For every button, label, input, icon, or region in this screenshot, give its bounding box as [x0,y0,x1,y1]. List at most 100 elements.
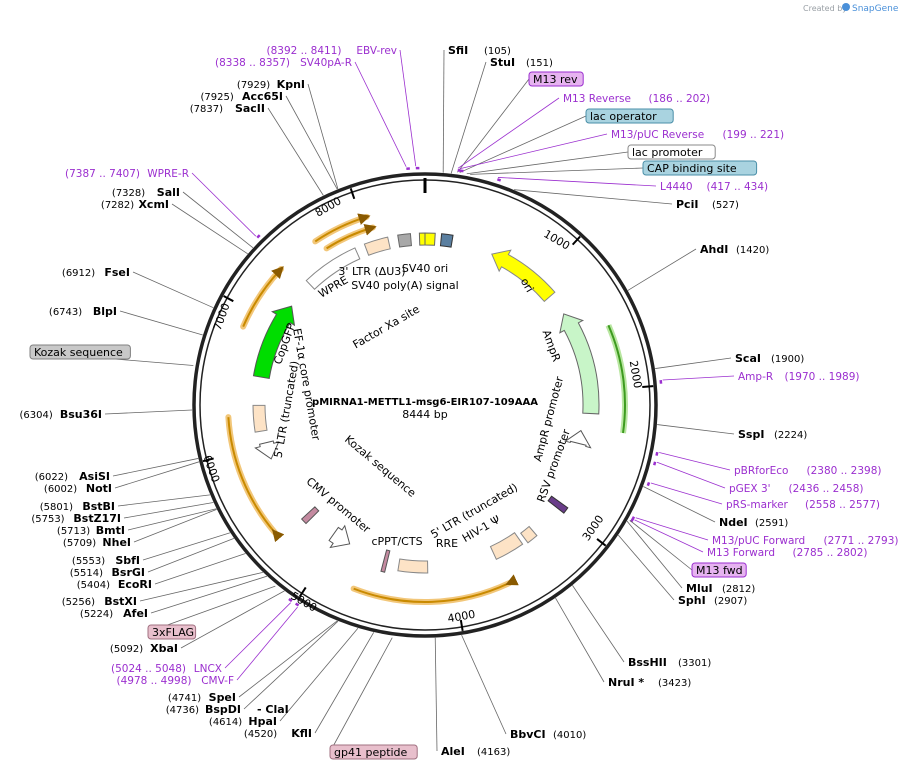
wpre-feature[interactable] [305,247,361,290]
site-sphi[interactable]: SphI(2907) [678,594,747,607]
primer-m13-reverse[interactable]: M13 Reverse(186 .. 202) [563,93,710,105]
site-ahdi[interactable]: AhdI(1420) [700,243,769,256]
primer-m13-forward[interactable]: M13 Forward(2785 .. 2802) [707,547,868,559]
site-ecori[interactable]: EcoRI(5404) [77,578,152,591]
ampr-feature[interactable] [559,313,600,415]
feature-cap-binding-site[interactable]: CAP binding site [642,160,758,176]
site-kpni[interactable]: KpnI(7929) [237,78,305,91]
site-blpi[interactable]: BlpI(6743) [49,305,117,318]
site-xbai[interactable]: XbaI(5092) [110,642,178,655]
site-position: (5553) [72,556,105,567]
feature-label-sv40-poly-a-signal: SV40 poly(A) signal [351,279,458,292]
hiv-psi-feature[interactable] [520,525,538,544]
site-position: (5224) [80,609,113,620]
primer-m13-puc-forward[interactable]: M13/pUC Forward(2771 .. 2793) [712,535,899,547]
feature-lac-promoter[interactable]: lac promoter [627,144,716,160]
site-alei[interactable]: AleI(4163) [441,745,510,758]
cmv-promoter-feature[interactable] [328,524,351,549]
leader-line [267,107,324,196]
primer-amp-r[interactable]: Amp-R(1970 .. 1989) [738,371,860,383]
site-xcmi[interactable]: XcmI(7282) [101,198,169,211]
primer-prs-marker[interactable]: pRS-marker(2558 .. 2577) [726,499,880,511]
site-clai[interactable]: - ClaI [257,703,289,716]
site-asisi[interactable]: AsiSI(6022) [35,470,110,483]
primer-name: EBV-rev [356,45,397,57]
site-bsu36i[interactable]: Bsu36I(6304) [20,408,102,421]
site-stui[interactable]: StuI(151) [490,56,553,69]
primer-sv40pa-r[interactable]: SV40pA-R(8338 .. 8357) [215,57,352,69]
rsv-mark-feature[interactable] [547,495,569,514]
site-name: EcoRI [118,578,152,591]
leader-line [142,532,231,561]
site-bsrgi[interactable]: BsrGI(5514) [70,566,145,579]
snapgene-credit: Created by SnapGene [803,3,899,14]
sv40-ori-feature[interactable] [418,232,426,246]
site-spei[interactable]: SpeI(4741) [168,691,236,704]
primer-lncx[interactable]: LNCX(5024 .. 5048) [111,663,222,675]
ampr-promoter-feature[interactable] [564,429,592,449]
site-fsei[interactable]: FseI(6912) [62,266,130,279]
copgfp-feature[interactable] [252,305,296,380]
feature-kozak-sequence-left[interactable]: Kozak sequence [29,344,131,360]
site-name: BstXI [104,595,137,608]
sv40-polya-feature[interactable] [397,233,412,248]
site-name: Bsu36I [60,408,102,421]
site-nrui[interactable]: NruI *(3423) [608,676,691,689]
primer-pgex-3[interactable]: pGEX 3'(2436 .. 2458) [729,483,864,495]
primer-name: pBRforEco [734,465,788,477]
primer-wpre-r[interactable]: WPRE-R(7387 .. 7407) [65,168,189,180]
feature-lac-operator[interactable]: lac operator [585,108,674,124]
primer-cmv-f[interactable]: CMV-F(4978 .. 4998) [117,675,235,687]
site-sali[interactable]: SalI(7328) [112,186,180,199]
feature-gp41-peptide[interactable]: gp41 peptide [329,744,418,760]
ef1a-core-feature[interactable] [254,440,280,460]
site-kfli[interactable]: KflI(4520) [244,727,312,740]
site-afei[interactable]: AfeI(5224) [80,607,148,620]
feature-3xflag[interactable]: 3xFLAG [147,624,197,640]
ori-feature[interactable] [491,249,556,303]
site-hpai[interactable]: HpaI(4614) [209,715,277,728]
site-bspdi[interactable]: BspDI(4736) [166,703,241,716]
site-sacii[interactable]: SacII(7837) [190,102,265,115]
sv40-ori-feature-2[interactable] [424,232,436,246]
cppt-feature[interactable] [380,549,391,573]
feature-m13-fwd[interactable]: M13 fwd [691,562,747,578]
site-bmti[interactable]: BmtI(5713) [57,524,125,537]
site-sfii[interactable]: SfiI(105) [448,44,511,57]
site-acc65i[interactable]: Acc65I(7925) [201,90,283,103]
site-bbvci[interactable]: BbvCI(4010) [510,728,586,741]
ltr5-left-feature[interactable] [252,404,268,433]
site-ndei[interactable]: NdeI(2591) [719,516,788,529]
orf-arc-left-lower-halo [225,414,278,536]
ltr3-feature[interactable] [363,236,391,256]
tick-mark [571,235,581,246]
primer-ebv-rev[interactable]: EBV-rev (8392 .. 8411) [267,45,398,57]
primer-pbrforeco[interactable]: pBRforEco(2380 .. 2398) [734,465,882,477]
lac-feature[interactable] [439,233,454,248]
site-name: FseI [104,266,130,279]
feature-m13-rev[interactable]: M13 rev [528,71,584,87]
primer-name: pRS-marker [726,499,789,511]
kozak-mark-feature[interactable] [300,506,320,525]
primer-position: (7387 .. 7407) [65,168,140,180]
primer-l4440[interactable]: L4440(417 .. 434) [660,181,768,193]
site-name: SfiI [448,44,468,57]
site-pcii[interactable]: PciI(527) [676,198,739,211]
rre-feature[interactable] [397,558,429,574]
ltr5-right-feature[interactable] [489,532,524,560]
site-bsshii[interactable]: BssHII(3301) [628,656,711,669]
primer-m13-puc-reverse[interactable]: M13/pUC Reverse(199 .. 221) [611,129,784,141]
site-bstbi[interactable]: BstBI(5801) [40,500,115,513]
site-sbfi[interactable]: SbfI(5553) [72,554,140,567]
site-noti[interactable]: NotI(6002) [44,482,112,495]
site-bstxi[interactable]: BstXI(5256) [62,595,137,608]
site-nhei[interactable]: NheI(5709) [63,536,131,549]
site-mlui[interactable]: MluI(2812) [686,582,755,595]
primer-position: (8392 .. 8411) [267,45,342,57]
primer-name: M13/pUC Forward [712,535,805,547]
site-sspi[interactable]: SspI(2224) [738,428,807,441]
site-scai[interactable]: ScaI(1900) [735,352,804,365]
site-bstz17i[interactable]: BstZ17I(5753) [31,512,121,525]
feature-layer [225,213,628,605]
